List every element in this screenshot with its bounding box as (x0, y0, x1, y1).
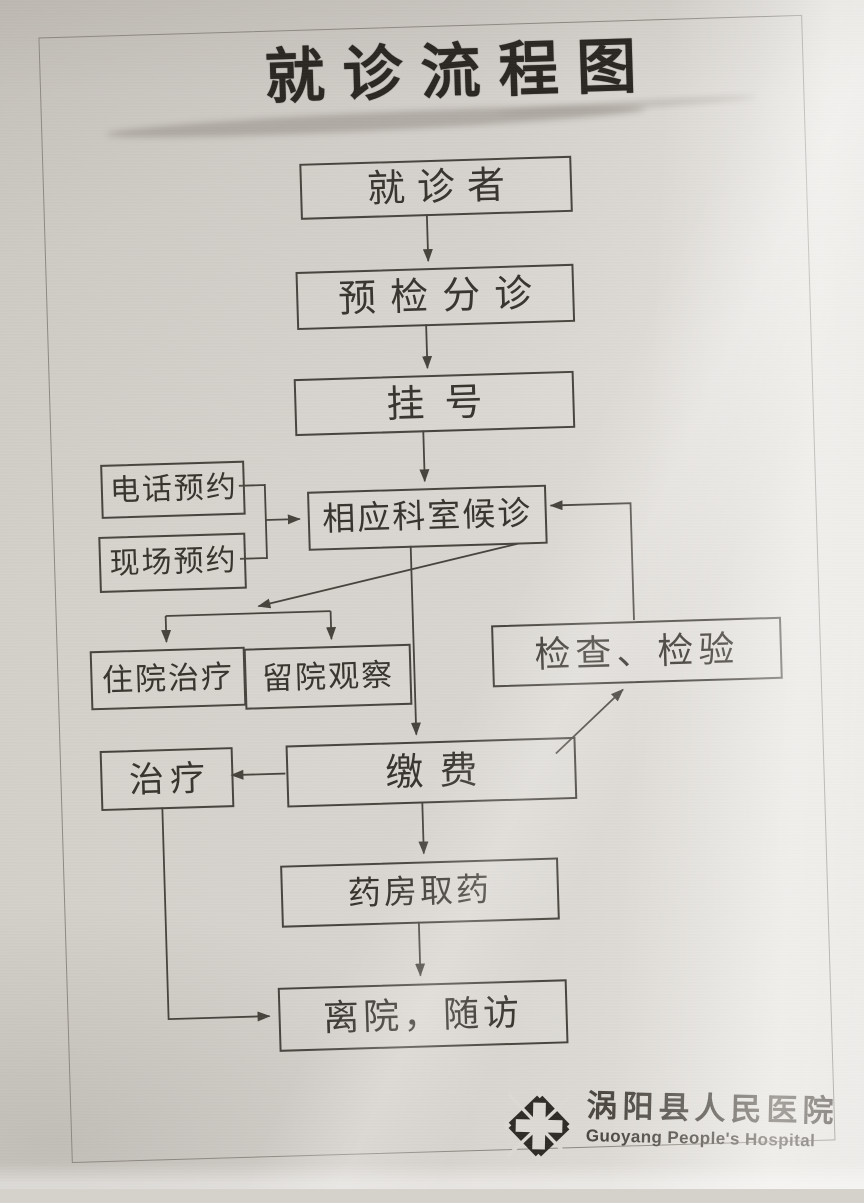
page-title: 就诊流程图 (263, 33, 656, 111)
node-register: 挂号 (293, 370, 576, 437)
node-discharge: 离院，随访 (277, 979, 569, 1052)
hospital-logo-icon (503, 1088, 575, 1164)
node-onsite-appointment: 现场预约 (98, 532, 247, 593)
node-visitor: 就诊者 (299, 155, 573, 220)
node-dept-waiting: 相应科室候诊 (307, 484, 548, 551)
hospital-logo: 涡阳县人民医院 Guoyang People's Hospital (503, 1086, 855, 1178)
node-phone-appointment: 电话预约 (100, 460, 246, 519)
node-observation: 留院观察 (243, 643, 413, 710)
node-triage: 预检分诊 (295, 263, 576, 331)
node-pharmacy: 药房取药 (280, 857, 560, 928)
hospital-logo-text: 涡阳县人民医院 Guoyang People's Hospital (586, 1088, 839, 1152)
node-treatment: 治疗 (99, 747, 235, 812)
node-payment: 缴费 (285, 736, 578, 808)
hospital-name-en: Guoyang People's Hospital (585, 1126, 816, 1151)
hospital-name-zh: 涡阳县人民医院 (586, 1088, 839, 1129)
node-inpatient: 住院治疗 (89, 646, 247, 711)
node-exam: 检查、检验 (491, 616, 783, 688)
